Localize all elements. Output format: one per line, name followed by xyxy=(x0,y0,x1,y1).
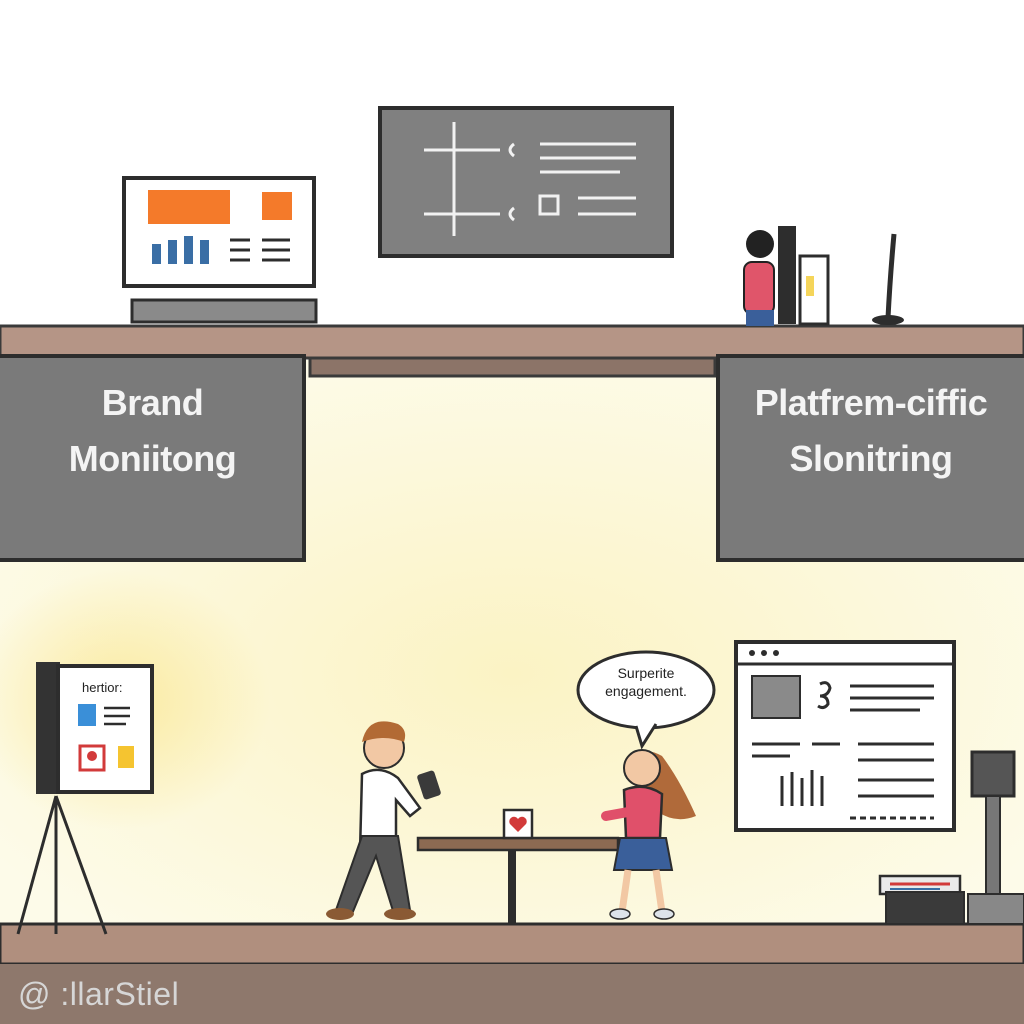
shelf-support xyxy=(308,356,717,378)
upper-shelf xyxy=(0,324,1024,360)
left-panel xyxy=(0,354,306,562)
diagram-board-icon xyxy=(378,106,674,258)
right-panel-line1: Platfrem-ciffic xyxy=(754,382,988,423)
watermark: @ :llarStiel xyxy=(18,976,180,1012)
right-panel-line2: Slonitring xyxy=(789,438,953,479)
floor-lamp xyxy=(967,750,1024,925)
left-panel-line2: Moniitong xyxy=(68,438,237,479)
man-with-phone xyxy=(326,721,441,920)
table xyxy=(416,808,620,924)
monitor-dashboard-icon xyxy=(122,176,318,324)
lamp-icon xyxy=(872,233,904,325)
speech-bubble-text: Surperite engagement. xyxy=(578,664,714,700)
right-panel-label: Platfrem-ciffic Slonitring xyxy=(718,375,1024,487)
right-panel xyxy=(716,354,1024,562)
poster-label: hertior: xyxy=(82,680,123,695)
woman xyxy=(601,749,696,920)
speech-bubble-line1: Surperite xyxy=(617,665,675,681)
speech-bubble-line2: engagement. xyxy=(605,683,687,699)
left-panel-line1: Brand xyxy=(101,382,204,423)
floor-base xyxy=(0,964,1024,1024)
speech-bubble xyxy=(576,650,716,750)
poster-stand xyxy=(16,662,154,935)
left-panel-label: Brand Moniitong xyxy=(0,375,305,487)
book-stack xyxy=(878,874,965,925)
browser-window xyxy=(734,640,956,832)
floor xyxy=(0,922,1024,966)
phone-icon xyxy=(417,770,441,800)
person-on-shelf xyxy=(743,226,830,326)
heart-icon xyxy=(509,816,527,832)
